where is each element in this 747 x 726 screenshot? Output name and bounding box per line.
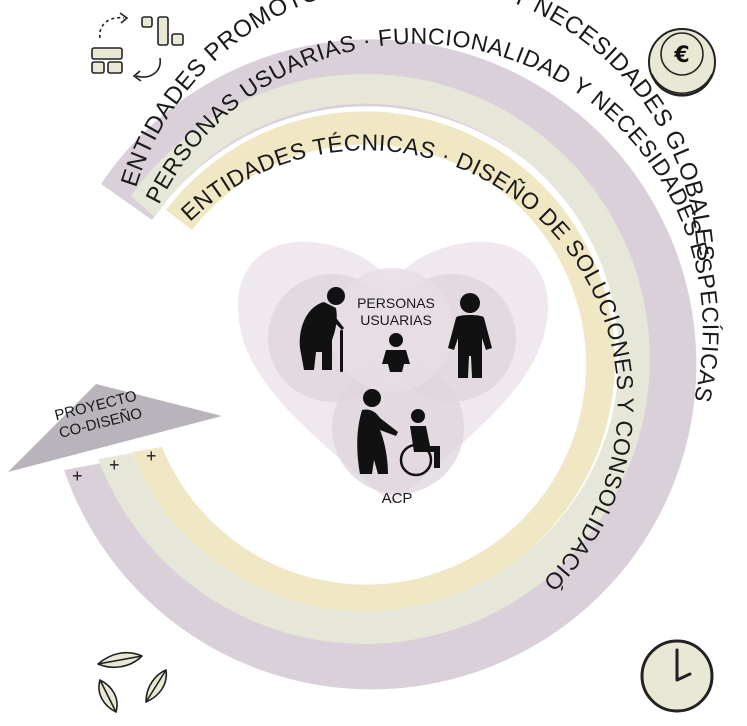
plus-sign-outer: + (72, 466, 83, 486)
adult-person-icon (448, 293, 492, 378)
svg-text:€: € (673, 43, 689, 68)
center-label-line2: USUARIAS (360, 312, 432, 328)
plus-sign-middle: + (109, 455, 120, 475)
clock-icon (640, 639, 714, 713)
caregiver-icon (357, 389, 398, 474)
wheelchair-user-icon (399, 409, 440, 477)
arrow-head (8, 384, 222, 472)
child-icon (382, 333, 410, 372)
center-label-line1: PERSONAS (357, 295, 435, 311)
circle-center (330, 268, 454, 392)
workflow-blocks-icon (91, 12, 184, 82)
euro-coin-icon: € (648, 28, 716, 97)
elderly-person-icon (299, 287, 345, 372)
center-label-acp: ACP (382, 490, 413, 507)
plus-sign-inner: + (146, 446, 157, 466)
leaves-icon (97, 651, 168, 713)
